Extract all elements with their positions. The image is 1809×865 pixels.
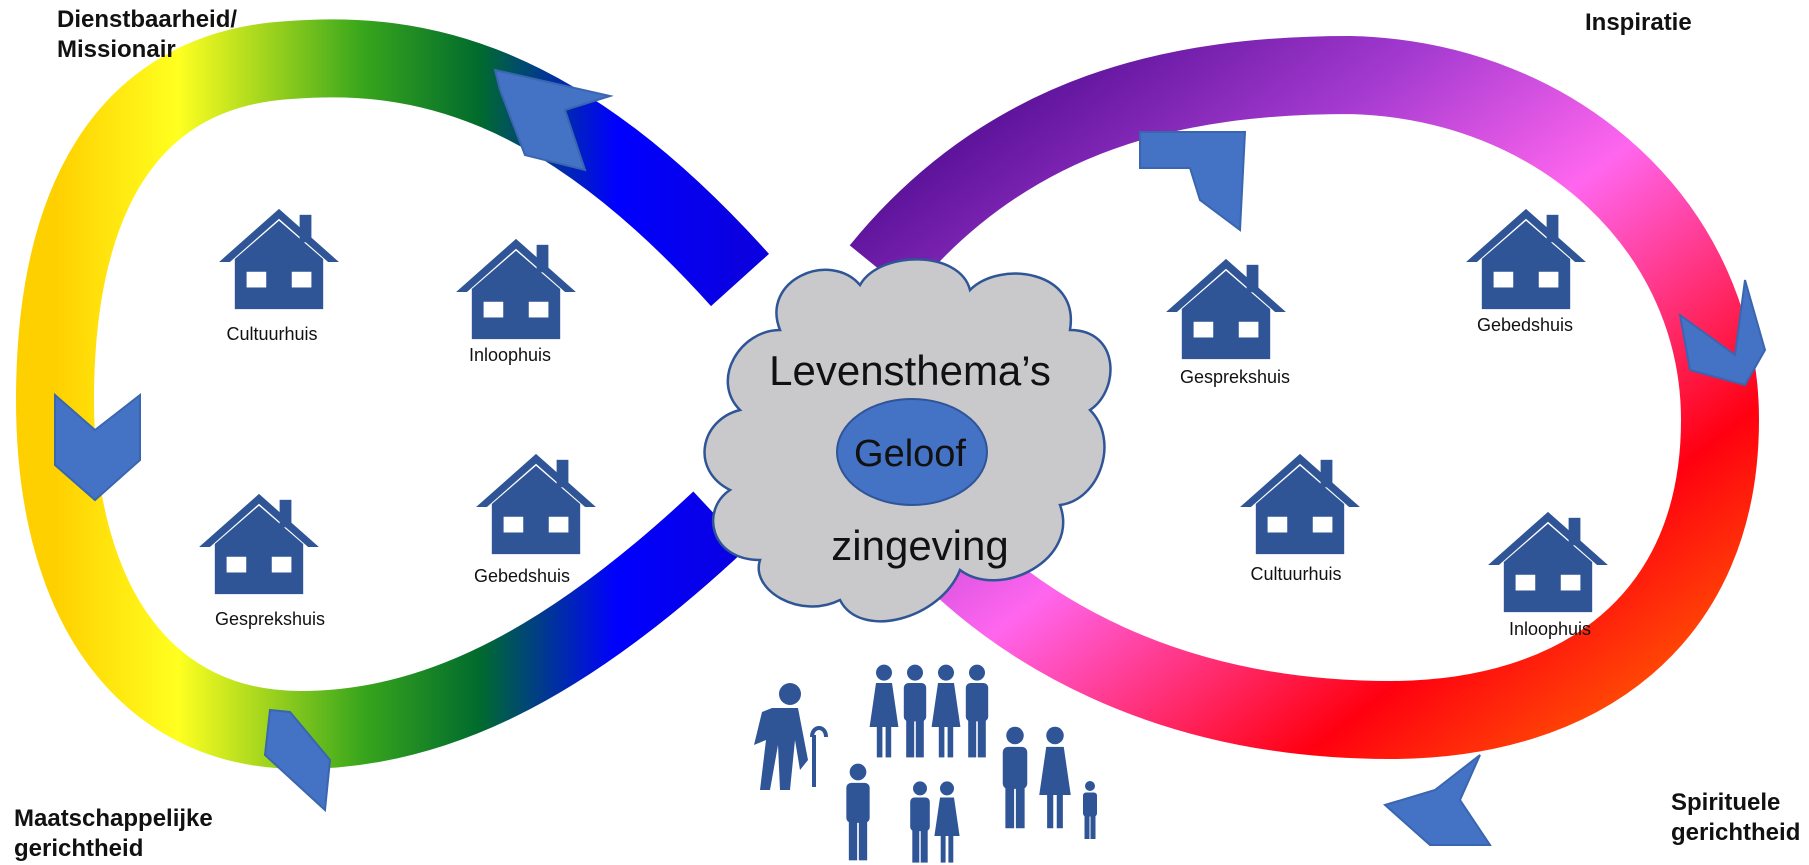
house-label-right-4: Inloophuis (1509, 619, 1591, 639)
people-group-icon (754, 664, 1097, 863)
cloud-subtitle: zingeving (831, 522, 1008, 569)
cloud-core-label: Geloof (854, 433, 966, 475)
house-label-right-1: Gesprekshuis (1180, 367, 1290, 387)
house-icon (199, 493, 319, 595)
house-icon (219, 208, 339, 310)
house-label-right-2: Gebedshuis (1477, 315, 1573, 335)
house-label-left-3: Gesprekshuis (215, 609, 325, 629)
label-bottom-left: Maatschappelijke gerichtheid (14, 805, 213, 862)
arrow-left-top-icon (493, 68, 614, 172)
house-icon (456, 238, 576, 340)
label-top-right: Inspiratie (1585, 9, 1692, 36)
house-icon (1466, 208, 1586, 310)
label-bottom-right: Spirituele gerichtheid (1671, 789, 1801, 846)
house-label-left-1: Cultuurhuis (226, 324, 317, 344)
label-top-left: Dienstbaarheid/ Missionair (57, 6, 238, 63)
arrow-left-bottom-icon (263, 708, 332, 813)
cloud-title: Levensthema’s (769, 347, 1051, 394)
house-label-left-2: Inloophuis (469, 345, 551, 365)
arrow-right-bottom-icon (1382, 754, 1492, 846)
left-loop-band (15, 19, 769, 770)
house-icon (1166, 258, 1286, 360)
house-icon (1488, 511, 1608, 613)
house-label-right-3: Cultuurhuis (1250, 564, 1341, 584)
arrow-right-side-icon (1678, 279, 1767, 387)
arrow-left-side-icon (54, 392, 141, 502)
arrow-right-top-icon (1139, 131, 1247, 232)
house-icon (1240, 453, 1360, 555)
right-loop-band (849, 35, 1760, 760)
geloof-ellipse (836, 398, 988, 506)
house-label-left-4: Gebedshuis (474, 566, 570, 586)
house-icon (476, 453, 596, 555)
